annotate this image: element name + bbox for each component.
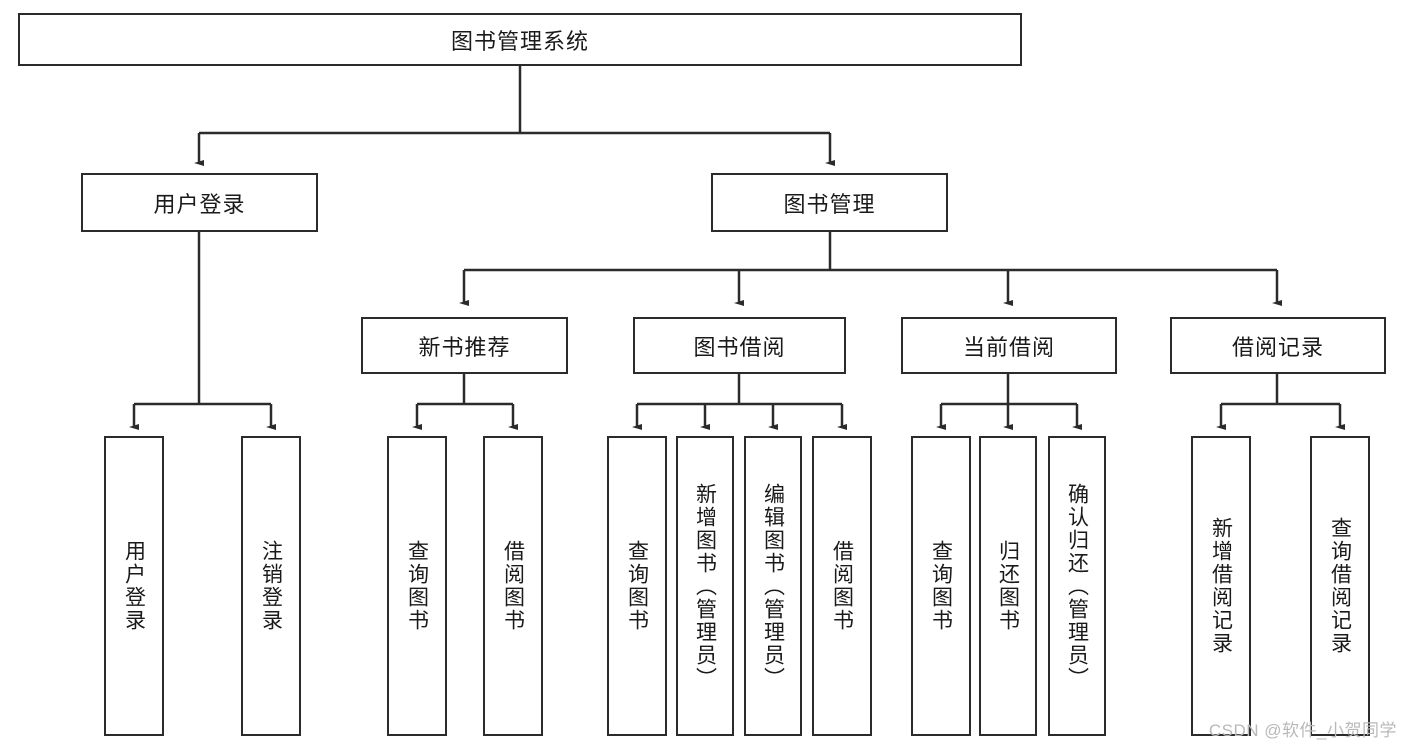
node-label: 新书推荐 <box>418 334 511 360</box>
leaf-borrow-query-book[interactable]: 查询图书 <box>607 436 667 736</box>
leaf-recommend-borrow-book[interactable]: 借阅图书 <box>483 436 543 736</box>
node-current-borrow[interactable]: 当前借阅 <box>901 317 1117 374</box>
node-root-system[interactable]: 图书管理系统 <box>18 13 1022 66</box>
leaf-borrow-borrow-book[interactable]: 借阅图书 <box>812 436 872 736</box>
node-label: 图书管理 <box>783 191 876 217</box>
node-book-management[interactable]: 图书管理 <box>711 173 948 232</box>
leaf-recommend-query-book[interactable]: 查询图书 <box>387 436 447 736</box>
leaf-record-query[interactable]: 查询借阅记录 <box>1310 436 1370 736</box>
node-label: 当前借阅 <box>962 334 1055 360</box>
node-label: 借阅图书 <box>501 540 525 632</box>
leaf-user-login[interactable]: 用户登录 <box>104 436 164 736</box>
leaf-borrow-edit-book[interactable]: 编辑图书（管理员） <box>744 436 802 736</box>
leaf-logout-login[interactable]: 注销登录 <box>241 436 301 736</box>
node-label: 新增借阅记录 <box>1209 517 1233 655</box>
leaf-record-add[interactable]: 新增借阅记录 <box>1191 436 1251 736</box>
node-label: 新增图书（管理员） <box>693 482 717 690</box>
node-label: 查询图书 <box>405 540 429 632</box>
node-new-book-recommend[interactable]: 新书推荐 <box>361 317 568 374</box>
node-borrow-record[interactable]: 借阅记录 <box>1170 317 1386 374</box>
node-label: 用户登录 <box>122 540 146 632</box>
node-label: 用户登录 <box>153 191 246 217</box>
node-label: 查询图书 <box>929 540 953 632</box>
leaf-current-return-book[interactable]: 归还图书 <box>979 436 1037 736</box>
node-book-borrow[interactable]: 图书借阅 <box>633 317 846 374</box>
node-label: 编辑图书（管理员） <box>761 482 785 690</box>
node-label: 注销登录 <box>259 540 283 632</box>
node-label: 借阅记录 <box>1231 334 1324 360</box>
node-label: 图书管理系统 <box>450 28 589 54</box>
node-user-login[interactable]: 用户登录 <box>81 173 318 232</box>
leaf-borrow-add-book[interactable]: 新增图书（管理员） <box>676 436 734 736</box>
node-label: 查询图书 <box>625 540 649 632</box>
leaf-current-confirm-return[interactable]: 确认归还（管理员） <box>1048 436 1106 736</box>
node-label: 查询借阅记录 <box>1328 517 1352 655</box>
node-label: 图书借阅 <box>693 334 786 360</box>
csdn-watermark: CSDN @软件_小贺同学 <box>1208 721 1397 740</box>
node-label: 确认归还（管理员） <box>1065 482 1089 690</box>
node-label: 归还图书 <box>996 540 1020 632</box>
leaf-current-query-book[interactable]: 查询图书 <box>911 436 971 736</box>
node-label: 借阅图书 <box>830 540 854 632</box>
